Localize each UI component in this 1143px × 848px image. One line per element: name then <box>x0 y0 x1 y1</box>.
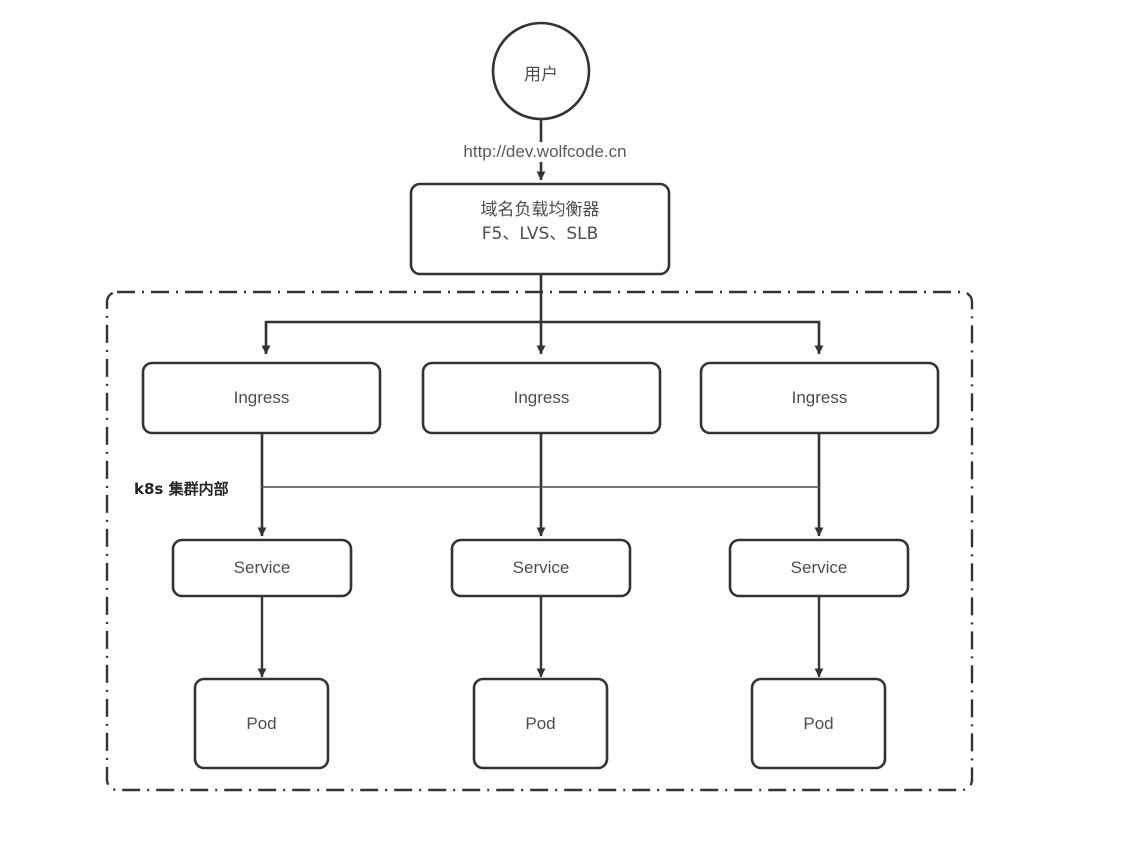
edge-label-url: http://dev.wolfcode.cn <box>429 142 661 162</box>
pod-box-3[interactable] <box>750 677 887 770</box>
k8s-zone-border <box>105 290 974 792</box>
ingress-box-1[interactable] <box>141 361 382 435</box>
edge-bus-to-ingress-left <box>261 320 541 355</box>
load-balancer-shape[interactable] <box>409 182 671 276</box>
service-box-2[interactable] <box>450 538 632 598</box>
user-node-label: 用户 <box>524 65 558 85</box>
edge-bus-to-ingress-right <box>541 320 824 355</box>
ingress-box-2[interactable] <box>421 361 662 435</box>
pod-box-2[interactable] <box>472 677 609 770</box>
service-box-1[interactable] <box>171 538 353 598</box>
pod-box-1[interactable] <box>193 677 330 770</box>
k8s-zone-label: k8s 集群内部 <box>131 478 232 499</box>
ingress-box-3[interactable] <box>699 361 940 435</box>
service-box-3[interactable] <box>728 538 910 598</box>
